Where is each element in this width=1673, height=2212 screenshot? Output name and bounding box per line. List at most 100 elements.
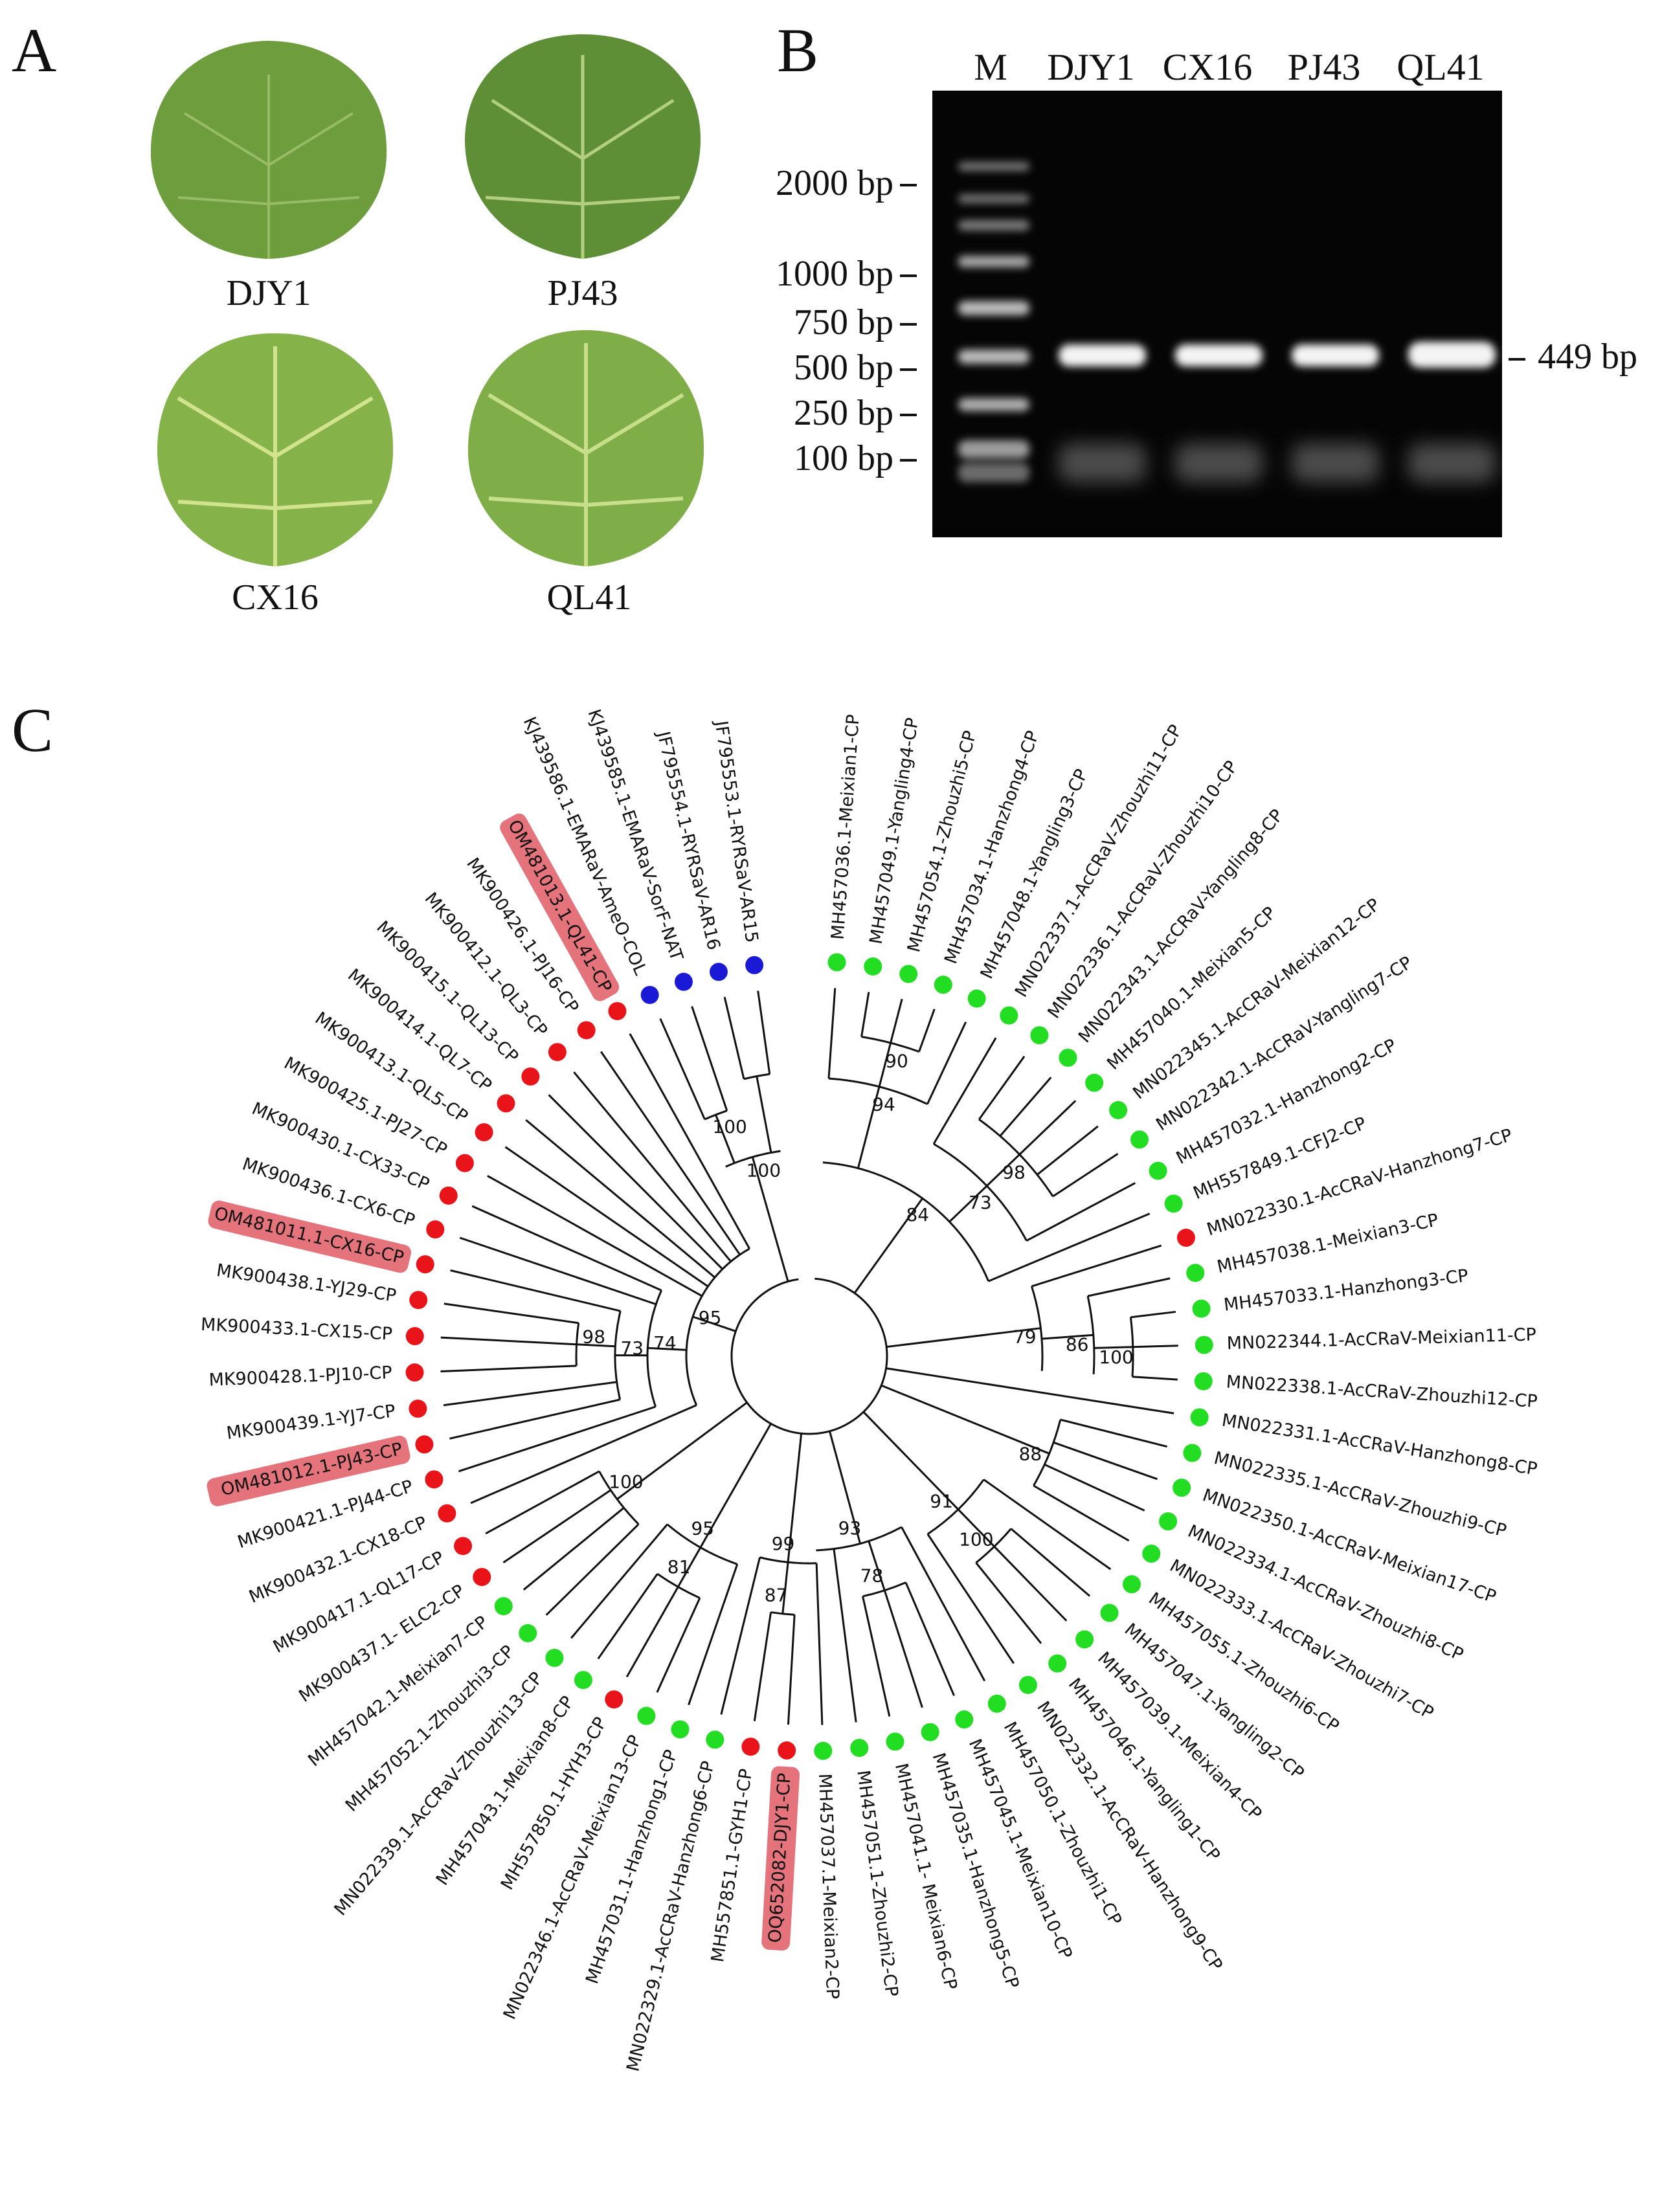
leaf-label: MN022329.1-AcCRaV-Hanzhong6-CP bbox=[623, 1759, 719, 2073]
leaf-label: MH557850.1-HYH3-CP bbox=[497, 1714, 611, 1893]
tree-leaf-dots bbox=[405, 953, 1213, 1760]
tree-branch bbox=[692, 1315, 736, 1332]
leaf-dot-red bbox=[473, 1568, 491, 1587]
tree-branch bbox=[573, 1071, 732, 1262]
leaf-dot-green bbox=[1000, 1006, 1018, 1025]
leaf-dot-green bbox=[1085, 1073, 1104, 1092]
bootstrap-value: 95 bbox=[691, 1517, 714, 1539]
bootstrap-value: 79 bbox=[1013, 1326, 1037, 1347]
leaf-label: MH457033.1-Hanzhong3-CP bbox=[1222, 1266, 1469, 1315]
tree-root-arc bbox=[730, 1277, 888, 1435]
leaf-dot-red bbox=[1176, 1229, 1195, 1247]
tree-branch bbox=[616, 1402, 748, 1500]
leaf-dot-green bbox=[1075, 1630, 1094, 1649]
leaf-label-group: MN022330.1-AcCRaV-Hanzhong7-CP bbox=[1204, 1125, 1514, 1240]
leaf-dot-green bbox=[1059, 1048, 1077, 1067]
tree-branch bbox=[1037, 1125, 1099, 1176]
leaf-highlight bbox=[208, 1200, 412, 1273]
leaf-label: MH557851.1-GYH1-CP bbox=[708, 1767, 756, 1963]
leaf-dot-green bbox=[814, 1741, 833, 1760]
bootstrap-value: 95 bbox=[699, 1307, 722, 1328]
tree-branch bbox=[862, 1596, 891, 1717]
leaf-dot-green bbox=[886, 1732, 904, 1751]
marker-label-500: 500 bp bbox=[794, 348, 893, 388]
leaf-label: MK900428.1-PJ10-CP bbox=[208, 1363, 392, 1391]
tree-branch bbox=[904, 1581, 955, 1696]
leaf-dot-green bbox=[1164, 1194, 1183, 1213]
tree-branch bbox=[853, 1198, 924, 1294]
leaf-dot-blue bbox=[709, 963, 728, 981]
leaf-dot-green bbox=[1173, 1479, 1191, 1497]
leaf-label-group: MH557851.1-GYH1-CP bbox=[708, 1767, 756, 1963]
tree-branch bbox=[548, 1094, 723, 1270]
tree-branch bbox=[881, 1384, 1050, 1455]
leaf-label-group: MK900417.1-QL17-CP bbox=[270, 1548, 448, 1657]
leaf-dot-green bbox=[1183, 1444, 1202, 1462]
tree-branch bbox=[1031, 1244, 1162, 1288]
gel-lane-label-djy1: DJY1 bbox=[1047, 46, 1135, 88]
leaf-dot-green bbox=[1149, 1161, 1167, 1180]
tree-clade-arc bbox=[725, 1150, 781, 1168]
tree-branch bbox=[525, 1119, 716, 1279]
gel-lane-label-ql41: QL41 bbox=[1397, 46, 1485, 88]
leaf-dot-green bbox=[987, 1694, 1006, 1713]
leaf-dot-green bbox=[1159, 1512, 1178, 1531]
tree-branch bbox=[545, 1523, 640, 1616]
tree-branch bbox=[443, 1381, 617, 1407]
leaf-dot-green bbox=[1109, 1100, 1128, 1119]
tree-branch bbox=[828, 1431, 862, 1544]
tree-branch bbox=[860, 992, 870, 1037]
tree-branch bbox=[570, 1523, 668, 1639]
tree-branch bbox=[440, 1336, 577, 1346]
leaf-label-group: MK900438.1-YJ29-CP bbox=[215, 1260, 398, 1306]
leaf-label-group: MN022344.1-AcCRaV-Meixian11-CP bbox=[1226, 1324, 1536, 1354]
leaf-label: MN022330.1-AcCRaV-Hanzhong7-CP bbox=[1204, 1125, 1514, 1240]
marker-label-100: 100 bp bbox=[794, 438, 893, 478]
tree-branch bbox=[957, 1508, 995, 1548]
leaf-label: MH457045.1-Meixian10-CP bbox=[965, 1736, 1076, 1962]
tree-branch bbox=[862, 1411, 960, 1510]
bootstrap-value: 91 bbox=[930, 1490, 953, 1512]
sample-bands bbox=[1059, 342, 1496, 368]
leaf-vein bbox=[177, 346, 374, 566]
marker-tick bbox=[900, 368, 917, 371]
panel-letter-c: C bbox=[12, 695, 54, 765]
leaf-dot-green bbox=[671, 1720, 690, 1739]
tree-branch bbox=[449, 1398, 620, 1440]
gel-image bbox=[932, 91, 1502, 537]
leaf-dot-red bbox=[548, 1043, 567, 1062]
product-size-label: 449 bp bbox=[1538, 337, 1637, 377]
leaf-label-group: MH457037.1-Meixian2-CP bbox=[814, 1773, 842, 2000]
leaf-dot-green bbox=[1192, 1299, 1211, 1318]
tree-branch bbox=[988, 1212, 1151, 1282]
panel-letter-b: B bbox=[777, 16, 819, 85]
tree-clade-arc bbox=[743, 1073, 770, 1080]
tree-branch bbox=[986, 1154, 1020, 1187]
leaf-vein bbox=[488, 343, 684, 566]
marker-label-250: 250 bp bbox=[794, 393, 893, 433]
tree-branch bbox=[949, 1185, 988, 1223]
leaf-label: MK900417.1-QL17-CP bbox=[270, 1548, 448, 1657]
product-size-tick bbox=[1509, 358, 1525, 361]
leaf-image-pj43 bbox=[465, 34, 701, 259]
leaf-label: MN022338.1-AcCRaV-Zhouzhi12-CP bbox=[1226, 1372, 1538, 1411]
leaf-label-group: MN022329.1-AcCRaV-Hanzhong6-CP bbox=[623, 1759, 719, 2073]
leaf-label: MK900425.1-PJ27-CP bbox=[280, 1053, 450, 1160]
marker-tick bbox=[900, 323, 917, 326]
leaf-dot-red bbox=[426, 1220, 445, 1239]
tree-branch bbox=[576, 1343, 616, 1348]
tree-branch bbox=[857, 1086, 881, 1168]
tree-branch bbox=[1087, 1277, 1171, 1297]
leaf-label-group: MH457045.1-Meixian10-CP bbox=[965, 1736, 1076, 1962]
leaf-dot-green bbox=[955, 1710, 974, 1729]
tree-branch bbox=[444, 1302, 579, 1324]
leaf-highlight bbox=[761, 1766, 800, 1951]
tree-clade-arc bbox=[770, 1611, 795, 1616]
leaf-dot-red bbox=[608, 1001, 627, 1020]
bootstrap-value: 99 bbox=[772, 1533, 795, 1554]
gel-lane-label-m: M bbox=[974, 46, 1007, 88]
leaf-label-group: MK900428.1-PJ10-CP bbox=[208, 1363, 392, 1391]
tree-branch bbox=[890, 998, 903, 1044]
